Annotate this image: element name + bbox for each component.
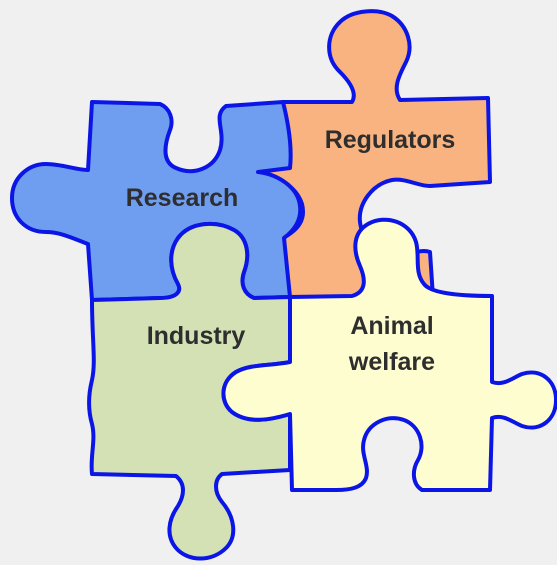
animal-welfare-label-line1: Animal: [350, 312, 433, 340]
animal-welfare-label-line2: welfare: [348, 348, 435, 376]
animal-welfare-piece: [221, 217, 557, 492]
research-label: Research: [126, 184, 239, 212]
industry-label: Industry: [147, 322, 246, 350]
regulators-label: Regulators: [325, 126, 456, 154]
